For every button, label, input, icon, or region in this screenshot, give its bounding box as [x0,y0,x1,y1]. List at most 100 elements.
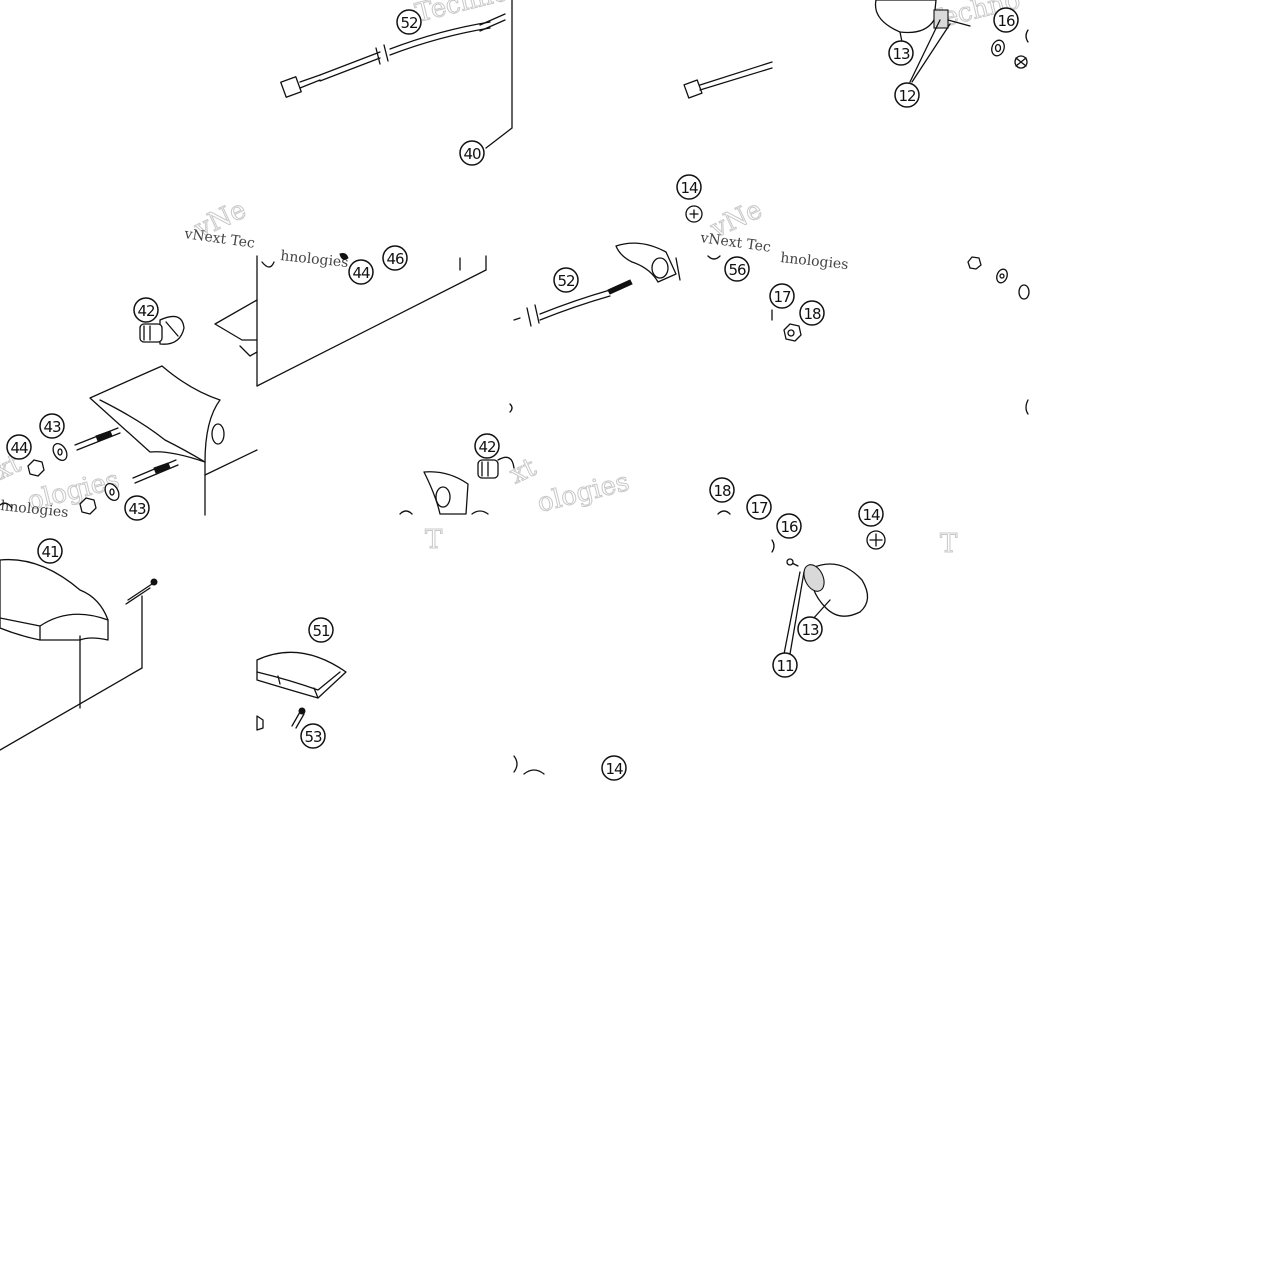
callout-circle [133,297,159,323]
callout-c14c: 14 [601,755,627,781]
callout-circle [396,9,422,35]
callout-c43b: 43 [124,495,150,521]
hardware-nuts-mid-right [771,256,1030,415]
callout-c56: 56 [724,256,750,282]
callout-number: 16 [780,518,798,536]
watermark-text: ologies [534,467,632,519]
callout-c18b: 18 [709,477,735,503]
callout-number: 44 [10,439,28,457]
callout-number: 14 [862,506,880,524]
callout-c16a: 16 [993,7,1019,33]
callout-circle [799,300,825,326]
callout-circle [553,267,579,293]
callout-circle [459,140,485,166]
wiring-harness-52-mid [509,205,721,413]
callout-c17b: 17 [746,494,772,520]
callout-circle [888,40,914,66]
tail-light-assembly [0,299,258,516]
watermark-text: hnologies [280,248,350,271]
callout-circle [797,616,823,642]
callout-number: 44 [352,264,370,282]
callout-number: 56 [728,261,746,279]
callout-c17a: 17 [769,283,795,309]
callout-number: 14 [605,760,623,778]
watermark-text: hnologies [0,498,69,521]
callout-circle [308,617,334,643]
callout-number: 52 [557,272,575,290]
callout-number: 42 [137,302,155,320]
watermark-text: xt [505,452,541,490]
turn-signal-top-right [874,0,1029,83]
callout-number: 11 [776,657,794,675]
callout-c16b: 16 [776,513,802,539]
callout-c14b: 14 [858,501,884,527]
callout-number: 43 [43,418,61,436]
callout-c53: 53 [300,723,326,749]
callout-circle [769,283,795,309]
callout-c46: 46 [382,245,408,271]
callout-circle [39,413,65,439]
callout-number: 17 [750,499,768,517]
callout-circle [124,495,150,521]
callout-number: 13 [892,45,910,63]
callout-circle [474,433,500,459]
callout-c42b: 42 [474,433,500,459]
callout-c44b: 44 [6,434,32,460]
callout-number: 42 [478,438,496,456]
callout-number: 17 [773,288,791,306]
callout-circle [37,538,63,564]
callout-c40: 40 [459,140,485,166]
callout-c52a: 52 [396,9,422,35]
callout-number: 52 [400,14,418,32]
watermark-text: hnologies [780,250,850,273]
callout-circle [348,259,374,285]
callout-circle [724,256,750,282]
callout-number: 51 [312,622,330,640]
callout-c13a: 13 [888,40,914,66]
callout-circle [993,7,1019,33]
turn-signal-bottom-right [513,510,886,775]
callout-labels: 52 40 13 12 16 14 44 46 42 52 56 17 18 43 44 43 42 18 17 16… [6,7,1019,781]
callout-c18a: 18 [799,300,825,326]
callout-number: 40 [463,145,481,163]
callout-c41: 41 [37,538,63,564]
callout-circle [601,755,627,781]
wiring-harness-52-top [280,0,513,149]
watermark-text: T [425,525,443,555]
callout-c42a: 42 [133,297,159,323]
reflector-51 [256,651,347,731]
callout-number: 14 [680,179,698,197]
rear-fender-41 [0,558,158,751]
callout-number: 18 [803,305,821,323]
callout-circle [746,494,772,520]
watermark-text: T [940,529,958,559]
wiring-connector-top-right [683,61,773,99]
callout-c13b: 13 [797,616,823,642]
callout-c52b: 52 [553,267,579,293]
callout-number: 53 [304,728,322,746]
callout-c14a: 14 [676,174,702,200]
callout-circle [6,434,32,460]
callout-number: 18 [713,482,731,500]
callout-number: 12 [898,87,916,105]
callout-c11: 11 [772,652,798,678]
callout-number: 13 [801,621,819,639]
callout-number: 16 [997,12,1015,30]
watermark-text: vNext Tec [698,230,771,256]
callout-circle [772,652,798,678]
callout-c43a: 43 [39,413,65,439]
callout-c12: 12 [894,82,920,108]
callout-circle [676,174,702,200]
callout-c51: 51 [308,617,334,643]
callout-circle [858,501,884,527]
watermark-text: vNext Tec [182,226,255,252]
callout-circle [776,513,802,539]
callout-circle [300,723,326,749]
callout-circle [894,82,920,108]
callout-c44a: 44 [348,259,374,285]
callout-circle [382,245,408,271]
callout-number: 43 [128,500,146,518]
